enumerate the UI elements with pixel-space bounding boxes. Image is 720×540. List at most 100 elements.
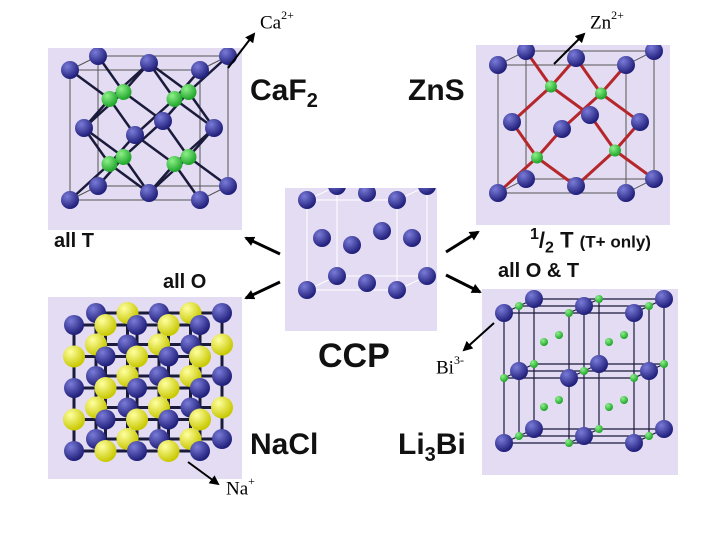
li-atom [630,374,638,382]
na-atom [158,409,179,430]
zn-atom [609,144,621,157]
f-atom [166,91,183,107]
ca-ion-label: Ca2+ [260,8,294,34]
bi-atom [655,420,673,438]
bi-atom [655,290,673,308]
ca-pointer-arrow [227,32,256,69]
ccp-atom [328,188,346,195]
ccp-atom [388,191,406,209]
ccp-atom [358,274,376,292]
ca-atom [126,126,144,144]
na-atom [212,303,232,323]
ccp-atom [328,267,346,285]
ca-atom [140,54,158,72]
ca-atom [219,177,237,195]
ca-atom [61,191,79,209]
f-atom [115,84,132,100]
ca-atom [75,119,93,137]
bi-atom [575,297,593,315]
cl-atom [211,396,233,419]
ccp-atom [343,236,361,254]
caf2-lattice [61,48,237,209]
ccp-atom [298,281,316,299]
na-atom [64,315,84,335]
nacl-formula: NaCl [250,428,319,461]
cl-atom [63,345,85,368]
li-atom [645,432,653,440]
na-atom [190,378,210,398]
cl-atom [189,345,211,368]
bi-atom [640,362,658,380]
ccp-to-caf2-arrow [244,236,281,256]
nacl-structure-panel [48,297,242,479]
li-atom [620,396,628,404]
ccp-structure-panel [285,188,437,331]
f-atom [101,156,118,172]
s-atom [567,177,585,195]
f-atom [180,149,197,165]
li-atom [565,439,573,447]
zn-atom [595,87,607,100]
ccp-atom [403,229,421,247]
zn-atom [531,151,543,164]
nacl-lattice [63,302,233,462]
li-atom [595,295,603,303]
ccp-to-zns-arrow [445,230,480,254]
f-atom [115,149,132,165]
cl-atom [157,440,180,462]
bi-atom [525,290,543,308]
bi-atom [560,369,578,387]
caf2-formula: CaF2 [250,74,318,112]
ccp-atom [298,191,316,209]
li-atom [620,331,628,339]
ca-atom [89,177,107,195]
ca-atom [61,61,79,79]
na-atom [95,409,116,430]
s-atom [567,49,585,67]
cl-atom [94,314,117,336]
ccp-to-nacl-arrow [244,280,281,300]
s-atom [631,113,649,131]
ca-atom [89,48,107,65]
li-atom [565,309,573,317]
li3bi-structure-panel [482,289,678,475]
cl-atom [126,408,148,431]
cl-atom [94,377,117,399]
na-atom [64,378,84,398]
zns-formula: ZnS [408,74,465,107]
li-atom [605,338,613,346]
zn-ion-label: Zn2+ [590,8,624,34]
ccp-label: CCP [318,337,390,375]
zn-pointer-arrow [553,32,586,65]
ccp-to-li3bi-arrow [445,273,482,294]
cl-atom [126,345,148,368]
cl-atom [211,333,233,356]
li3bi-site-label: all O & T [498,260,580,282]
li-atom [580,367,588,375]
f-atom [166,156,183,172]
ca-atom [191,61,209,79]
na-atom [158,346,179,367]
nacl-site-label: all O [163,271,207,293]
bi-atom [625,304,643,322]
ca-atom [154,112,172,130]
s-atom [517,170,535,188]
na-atom [212,366,232,386]
s-atom [617,56,635,74]
na-atom [95,346,116,367]
ccp-atom [418,188,436,195]
ca-atom [140,184,158,202]
bi-atom [525,420,543,438]
li-atom [605,403,613,411]
s-atom [489,184,507,202]
ccp-atom [418,267,436,285]
f-atom [180,84,197,100]
f-atom [101,91,118,107]
na-atom [212,429,232,449]
na-atom [64,441,84,461]
ccp-atom [388,281,406,299]
li-atom [555,396,563,404]
bi-atom [495,434,513,452]
li-atom [555,331,563,339]
bi-ion-label: Bi3- [436,353,464,379]
